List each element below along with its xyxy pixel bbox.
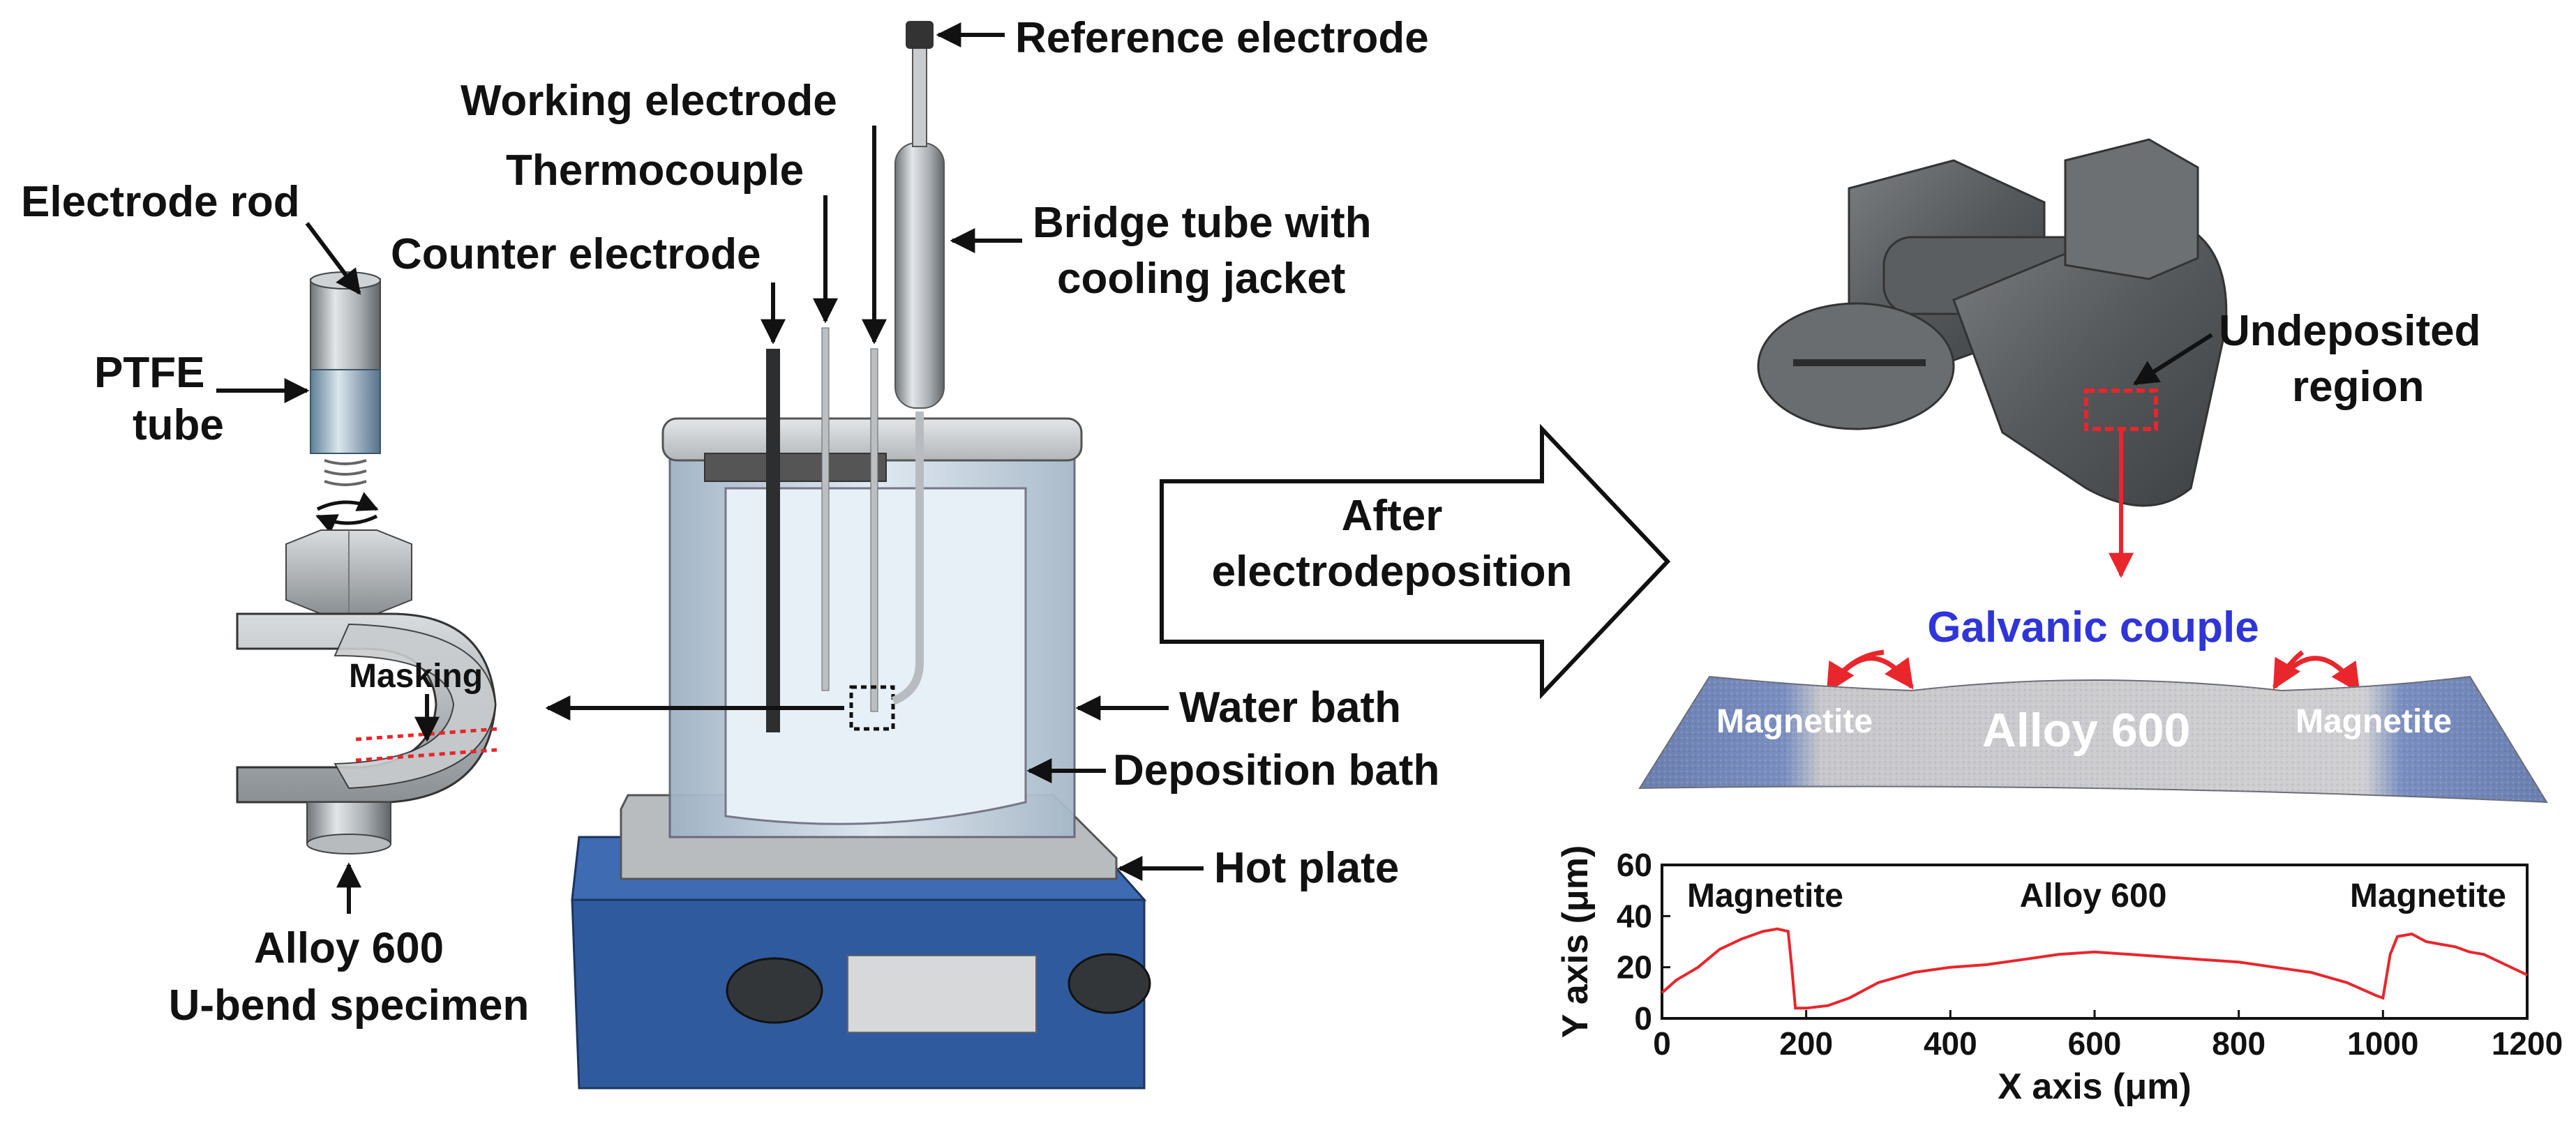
hot-plate (571, 794, 1151, 1090)
x-axis-label: X axis (μm) (1998, 1067, 2191, 1107)
knob-left (726, 957, 823, 1024)
specimen-assembly (236, 271, 497, 854)
y-tick-label: 40 (1617, 898, 1652, 934)
chart-annotation: Alloy 600 (2020, 877, 2167, 914)
label-galvanic-couple: Galvanic couple (1927, 603, 2259, 651)
label-after-line2: electrodeposition (1212, 548, 1573, 596)
galvanic-arrow-right (2272, 656, 2360, 693)
label-magnetite-right: Magnetite (2296, 703, 2452, 740)
working-electrode (870, 348, 878, 712)
u-bend-side (334, 623, 497, 790)
profile-chart: 0 200 400 600 800 1000 1200 0 20 40 60 Magnetite Al… (1555, 845, 2563, 1107)
y-tick-label: 0 (1634, 1000, 1652, 1037)
label-thermocouple: Thermocouple (506, 146, 804, 195)
lid-edge (704, 453, 887, 482)
masking-line (355, 727, 497, 741)
label-electrode-rod: Electrode rod (21, 178, 300, 226)
reference-electrode-cap (906, 21, 934, 49)
water-bath (661, 21, 1083, 838)
chart-annotation: Magnetite (1687, 877, 1843, 914)
x-tick-label: 600 (2068, 1025, 2122, 1062)
label-deposition-bath: Deposition bath (1113, 746, 1439, 794)
electrode-rod (310, 278, 381, 384)
label-bridge-line2: cooling jacket (1057, 255, 1345, 303)
clamp-photo (1757, 138, 2228, 578)
label-after-line1: After (1342, 492, 1443, 540)
label-counter-electrode: Counter electrode (391, 230, 761, 278)
label-working-electrode: Working electrode (460, 77, 837, 125)
label-magnetite-left: Magnetite (1716, 703, 1873, 740)
label-water-bath: Water bath (1179, 684, 1401, 732)
bridge-tube-jacket (894, 142, 945, 409)
y-tick-label: 60 (1617, 847, 1652, 883)
x-tick-label: 800 (2212, 1025, 2266, 1062)
label-masking: Masking (349, 658, 483, 695)
galvanic-arrow-left-back (1825, 649, 1885, 693)
x-tick-label: 1000 (2347, 1025, 2418, 1062)
ptfe-tube (310, 369, 381, 454)
label-reference-electrode: Reference electrode (1015, 14, 1429, 62)
label-alloy-line2: U-bend specimen (169, 981, 530, 1030)
label-ptfe-line1: PTFE (94, 349, 204, 397)
x-tick-label: 0 (1653, 1025, 1671, 1062)
specimen-highlight (849, 685, 895, 731)
galvanic-arrow-right-back (2272, 650, 2305, 690)
rotation-arrow-icon (315, 492, 379, 534)
label-hot-plate: Hot plate (1214, 844, 1399, 892)
process-arrow (1160, 423, 1671, 700)
surface-scan (1638, 675, 2548, 804)
label-bridge-line1: Bridge tube with (1033, 199, 1372, 247)
masking-line-lower (355, 748, 497, 762)
label-undeposited-line1: Undeposited (2219, 307, 2480, 355)
bridge-tube-lower (891, 412, 924, 705)
chart-annotation: Magnetite (2350, 877, 2506, 914)
label-ptfe-line2: tube (133, 401, 224, 449)
x-tick-label: 400 (1924, 1025, 1977, 1062)
display-panel (847, 955, 1037, 1033)
label-alloy-center: Alloy 600 (1982, 704, 2191, 757)
y-axis-label: Y axis (μm) (1555, 845, 1596, 1039)
profile-series-line (1661, 927, 2528, 1010)
label-alloy-line1: Alloy 600 (254, 924, 444, 972)
counter-electrode (766, 349, 780, 732)
clamp-nut (2064, 138, 2199, 280)
arrow-undeposited (2132, 333, 2213, 386)
y-tick-label: 20 (1617, 949, 1652, 986)
x-tick-label: 1200 (2492, 1025, 2563, 1062)
arrow-electrode-rod (305, 222, 361, 295)
x-tick-label: 200 (1779, 1025, 1833, 1062)
bridge-tube (912, 41, 927, 147)
axis-ticks: 0 200 400 600 800 1000 1200 0 20 40 60 (1617, 847, 2563, 1062)
thread (324, 459, 367, 486)
label-undeposited-line2: region (2292, 363, 2424, 411)
chart-annotations: Magnetite Alloy 600 Magnetite (1687, 877, 2506, 914)
knob-right (1068, 953, 1151, 1014)
thermocouple (821, 327, 830, 691)
